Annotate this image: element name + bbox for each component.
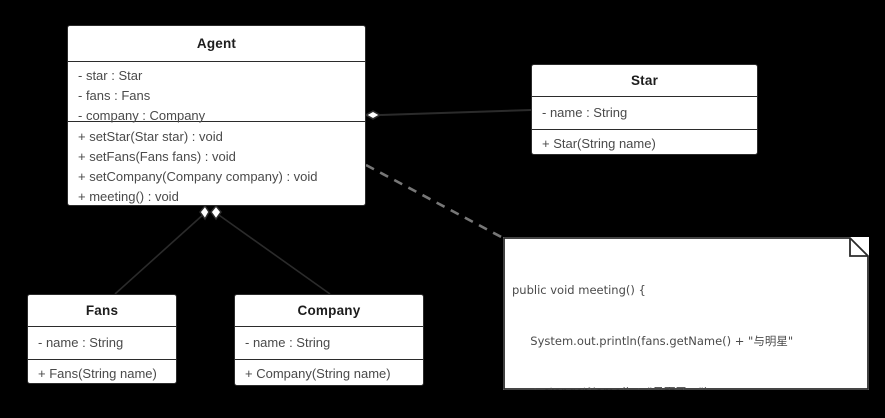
class-name-star: Star (630, 73, 659, 88)
note-box-code[interactable]: public void meeting() { System.out.print… (503, 237, 869, 390)
operation-row: + getName() : void (235, 384, 423, 386)
operation-row: + getName() : String (28, 384, 176, 385)
class-box-fans[interactable]: Fans - name : String + Fans(String name)… (27, 294, 177, 384)
aggregation-diamond-company (210, 204, 222, 221)
class-name-fans: Fans (85, 303, 119, 318)
class-box-star[interactable]: Star - name : String + Star(String name)… (531, 64, 758, 155)
operation-row: + Star(String name) (542, 135, 656, 151)
edge-agent-fans (114, 204, 210, 295)
edge-agent-company (210, 204, 331, 295)
note-line: public void meeting() { (512, 283, 646, 297)
operation-row: + Company(String name) (245, 365, 391, 381)
edge-agent-star (364, 109, 532, 120)
operation-row: + getName() : String (532, 154, 757, 155)
edge-agent-note (365, 163, 506, 241)
attribute-row: - name : String (245, 334, 331, 350)
note-line: System.out.println(fans.getName() + "与明星… (512, 334, 794, 348)
operation-row: + setCompany(Company company) : void (78, 168, 318, 184)
operations-compartment-star: + Star(String name) + getName() : String (532, 130, 757, 155)
divider (532, 95, 757, 97)
attribute-row: - fans : Fans (78, 87, 151, 103)
attributes-compartment-agent: - star : Star - fans : Fans - company : … (68, 62, 365, 123)
divider (235, 358, 423, 360)
operation-row: + setFans(Fans fans) : void (78, 148, 236, 164)
attribute-row: - name : String (38, 334, 124, 350)
attribute-row: - star : Star (78, 67, 143, 83)
note-code-text: public void meeting() { System.out.print… (503, 237, 869, 390)
attribute-row: - name : String (542, 104, 628, 120)
operations-compartment-fans: + Fans(String name) + getName() : String (28, 360, 176, 385)
divider (235, 325, 423, 327)
aggregation-diamond-fans (199, 204, 210, 221)
divider (28, 358, 176, 360)
attributes-compartment-company: - name : String (235, 327, 423, 359)
divider (28, 325, 176, 327)
class-name-company: Company (297, 303, 361, 318)
divider (68, 60, 365, 62)
class-box-company[interactable]: Company - name : String + Company(String… (234, 294, 424, 386)
operation-row: + meeting() : void (78, 188, 179, 204)
operations-compartment-company: + Company(String name) + getName() : voi… (235, 360, 423, 386)
divider (68, 120, 365, 122)
attributes-compartment-star: - name : String (532, 97, 757, 129)
class-box-agent[interactable]: Agent - star : Star - fans : Fans - comp… (67, 25, 366, 206)
aggregation-diamond-star (364, 110, 382, 120)
divider (532, 128, 757, 130)
note-folded-corner-icon (503, 237, 869, 390)
operation-row: + setStar(Star star) : void (78, 128, 223, 144)
class-name-agent: Agent (196, 36, 237, 51)
operation-row: + Fans(String name) (38, 365, 157, 381)
operations-compartment-agent: + setStar(Star star) : void + setFans(Fa… (68, 122, 365, 206)
attribute-row: - company : Company (78, 107, 206, 123)
note-line: + star.getName() + "见面了。"); (512, 384, 869, 390)
attributes-compartment-fans: - name : String (28, 327, 176, 359)
